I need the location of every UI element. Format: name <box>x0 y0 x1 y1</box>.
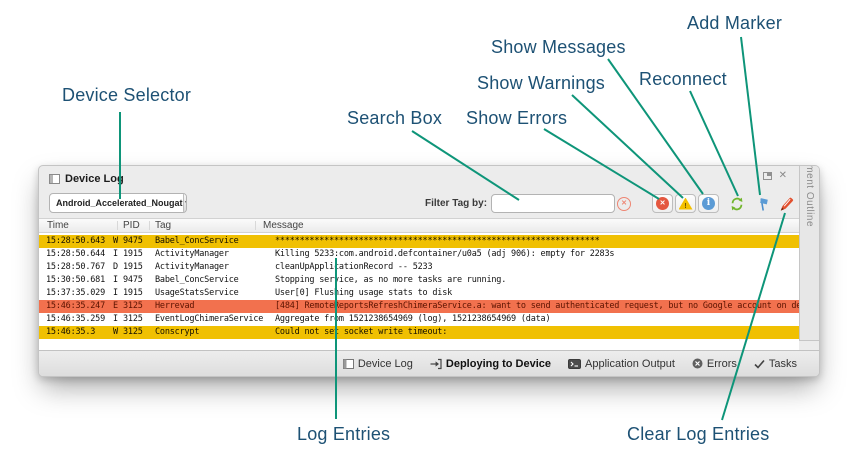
callout-search-box: Search Box <box>347 108 443 128</box>
refresh-arrows-icon <box>731 197 743 211</box>
close-pane-icon[interactable]: ✕ <box>778 170 787 181</box>
pane-title-label: Device Log <box>65 173 124 185</box>
document-outline-label: Document Outline <box>804 166 815 228</box>
show-warnings-button[interactable]: ! <box>675 194 696 213</box>
callout-clear-log-entries: Clear Log Entries <box>627 424 770 444</box>
flag-icon <box>760 198 768 211</box>
tab-deploying-to-device[interactable]: Deploying to Device <box>430 358 551 370</box>
tab-tasks[interactable]: Tasks <box>754 358 797 370</box>
error-circle-icon: ✕ <box>656 197 669 210</box>
clear-log-button[interactable] <box>777 195 795 213</box>
pane-title: Device Log <box>49 173 124 185</box>
device-log-window: Device Log ✕ Android_Accelerated_Nougat … <box>38 165 820 377</box>
callout-add-marker: Add Marker <box>687 13 783 33</box>
tab-errors[interactable]: Errors <box>692 358 737 370</box>
search-input[interactable] <box>492 195 614 212</box>
callout-log-entries: Log Entries <box>297 424 391 444</box>
info-circle-icon: i <box>702 197 715 210</box>
column-header-time[interactable]: Time <box>47 220 69 231</box>
pen-eraser-icon <box>780 197 794 211</box>
pane-icon <box>342 358 354 369</box>
pane-icon <box>49 174 60 184</box>
warning-triangle-icon: ! <box>678 197 693 210</box>
document-outline-tab[interactable]: Document Outline <box>799 166 819 341</box>
tab-device-log[interactable]: Device Log <box>342 358 413 370</box>
error-circle-icon <box>692 358 703 369</box>
device-selector-value: Android_Accelerated_Nougat <box>56 198 183 208</box>
add-marker-button[interactable] <box>754 195 772 213</box>
check-icon <box>754 359 765 369</box>
reconnect-button[interactable] <box>728 195 746 213</box>
column-header-tag[interactable]: Tag <box>155 220 172 231</box>
device-selector-dropdown[interactable]: Android_Accelerated_Nougat ▼ <box>49 193 187 213</box>
log-table-header: Time PID Tag Message <box>39 218 799 233</box>
show-messages-button[interactable]: i <box>698 194 719 213</box>
tab-application-output[interactable]: Application Output <box>568 358 675 370</box>
column-header-message[interactable]: Message <box>263 220 304 231</box>
callout-show-messages: Show Messages <box>491 37 626 57</box>
callout-reconnect: Reconnect <box>639 69 727 89</box>
column-header-pid[interactable]: PID <box>123 220 140 231</box>
output-pane-bar: Device Log Deploying to Device Applicati… <box>39 350 819 376</box>
show-errors-button[interactable]: ✕ <box>652 194 673 213</box>
chevron-down-icon[interactable]: ▼ <box>182 194 186 212</box>
clear-filter-icon[interactable]: ✕ <box>617 197 631 211</box>
filter-tag-label: Filter Tag by: <box>425 198 488 209</box>
callout-show-errors: Show Errors <box>466 108 568 128</box>
search-box[interactable]: ▼ <box>491 194 615 213</box>
deploy-arrow-icon <box>430 358 442 369</box>
callout-device-selector: Device Selector <box>62 85 192 105</box>
callout-show-warnings: Show Warnings <box>477 73 605 93</box>
terminal-icon <box>568 358 582 369</box>
float-pane-icon[interactable] <box>762 172 772 180</box>
